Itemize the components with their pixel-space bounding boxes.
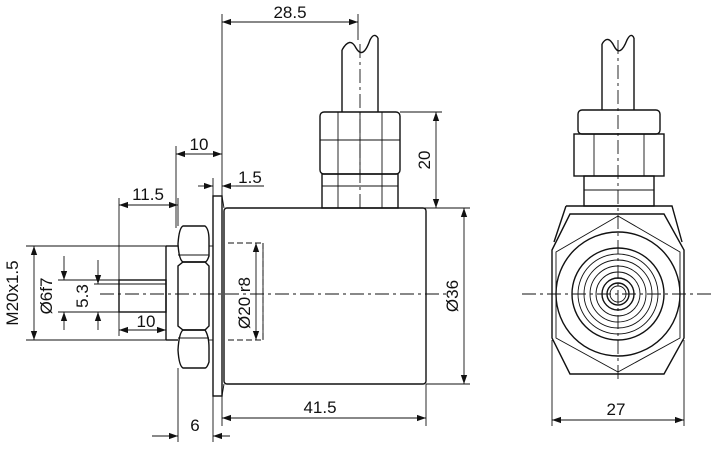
cable-front [601,34,635,110]
cable-gland-front [553,109,683,243]
dimension-lines [26,14,685,442]
dim-body-diameter: Ø36 [443,280,462,312]
hex-outline [551,213,685,375]
front-view [522,34,712,380]
dim-shaft-length: 11.5 [132,185,164,204]
dim-body-length: 41.5 [303,398,336,417]
cable-side [341,34,379,210]
flange-plate [212,195,223,397]
dim-flange-offset: 10 [190,135,209,154]
dim-top-width: 28.5 [273,3,306,22]
hex-nut-side [177,225,210,369]
dim-shaft-flat-length: 10 [137,312,156,331]
dim-thread: M20x1.5 [3,260,22,325]
side-view [100,34,448,397]
shaft [118,279,167,313]
dim-nut-thickness: 6 [190,416,199,435]
dim-spigot-diameter: Ø20 r8 [235,277,254,329]
dimension-labels: 28.5 10 1.5 11.5 M20x1.5 Ø6f7 5.3 10 Ø20… [3,3,625,435]
dim-shaft-diameter: Ø6f7 [37,278,56,315]
dim-shaft-flat: 5.3 [73,284,92,308]
dim-across-flats: 27 [607,400,626,419]
dim-flange-thickness: 1.5 [238,168,262,187]
dim-gland-height: 20 [415,151,434,170]
body-cylinder [223,207,427,385]
